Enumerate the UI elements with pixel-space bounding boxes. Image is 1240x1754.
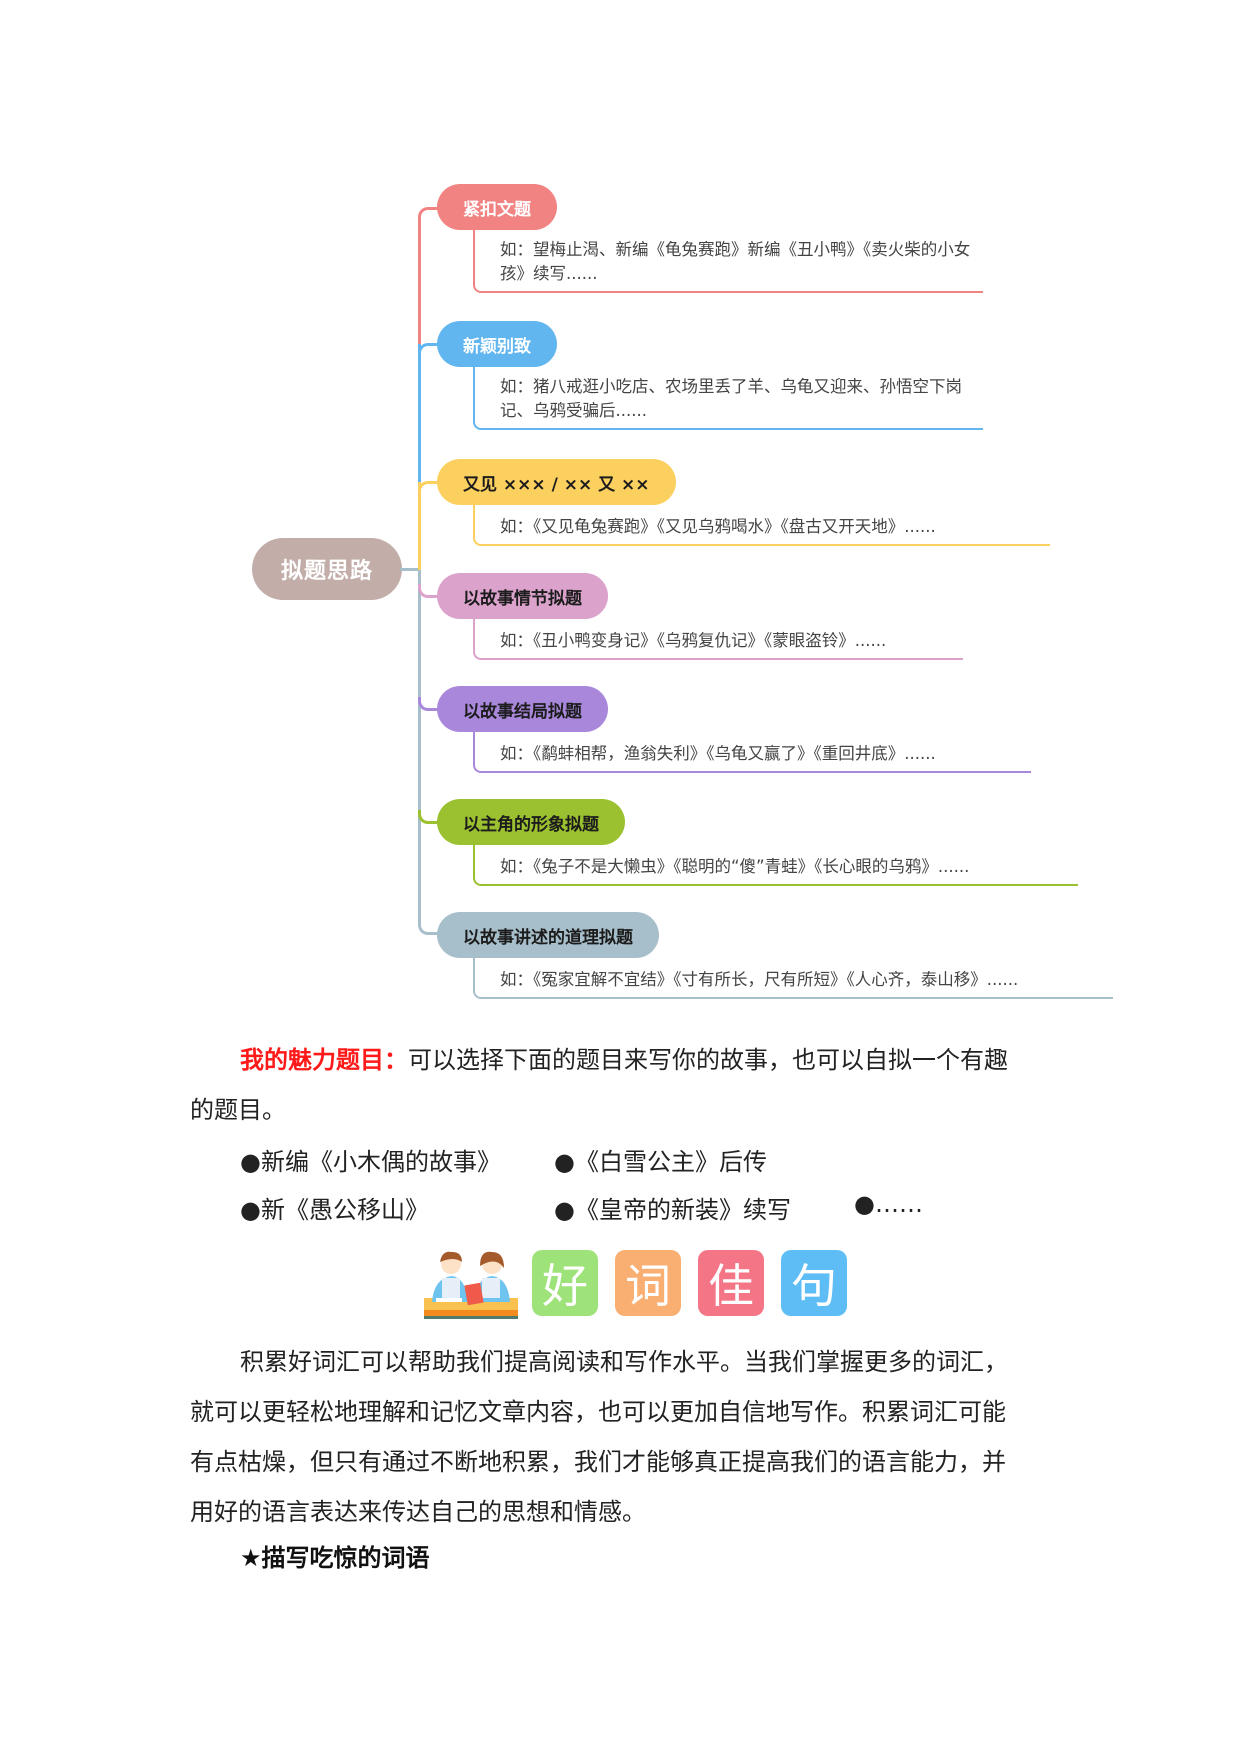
vocab-paragraph-line: 有点枯燥，但只有通过不断地积累，我们才能够真正提高我们的语言能力，并 [190,1448,1006,1476]
tile-char: 词 [625,1259,671,1313]
topics-intro-continued: 的题目。 [190,1085,286,1135]
topic-item: ●新编《小木偶的故事》 [240,1148,501,1176]
vocab-paragraph-line: 用好的语言表达来传达自己的思想和情感。 [190,1498,646,1526]
topic-item: ●《皇帝的新装》续写 [554,1196,791,1224]
branch-node: 以故事情节拟题 [437,573,608,619]
detail-text: 如：猪八戒逛小吃店、农场里丢了羊、乌龟又迎来、孙悟空下岗记、乌鸦受骗后.....… [500,377,962,420]
branch-connector [418,481,440,495]
branch-connector [418,810,440,824]
vocab-paragraph-line: 就可以更轻松地理解和记忆文章内容，也可以更加自信地写作。积累词汇可能 [190,1398,1006,1426]
tile-char: 好 [542,1259,588,1313]
branch-node: 以故事结局拟题 [437,686,608,732]
section-heading: ★描写吃惊的词语 [240,1544,430,1572]
branch-detail: 如：《又见龟兔赛跑》《又见乌鸦喝水》《盘古又开天地》...... [473,505,1050,546]
tile-char: 佳 [708,1259,754,1313]
detail-text: 如：望梅止渴、新编《龟兔赛跑》新编《丑小鸭》《卖火柴的小女孩》续写...... [500,240,971,283]
branch-node: 新颖别致 [437,321,557,367]
branch-connector [418,343,440,357]
branch-detail: 如：《冤家宜解不宜结》《寸有所长，尺有所短》《人心齐，泰山移》...... [473,958,1113,999]
branch-label: 又见 ××× / ×× 又 ×× [463,474,650,495]
tile-char: 句 [791,1259,837,1313]
branch-label: 以主角的形象拟题 [463,814,599,835]
topics-intro-text: 的题目。 [190,1096,286,1124]
topic-item: ●《白雪公主》后传 [554,1148,767,1176]
branch-connector [418,584,440,598]
branch-label: 以故事结局拟题 [463,701,582,722]
branch-node: 紧扣文题 [437,184,557,230]
branch-connector [418,921,440,935]
root-label: 拟题思路 [280,559,373,584]
topic-item: ●…… [854,1190,923,1218]
banner-tile: 佳 [698,1250,764,1316]
detail-text: 如：《鹬蚌相帮，渔翁失利》《乌龟又赢了》《重回井底》...... [500,744,936,763]
branch-detail: 如：《兔子不是大懒虫》《聪明的“傻”青蛙》《长心眼的乌鸦》...... [473,845,1078,886]
branch-detail: 如：望梅止渴、新编《龟兔赛跑》新编《丑小鸭》《卖火柴的小女孩》续写...... [473,230,983,293]
detail-text: 如：《丑小鸭变身记》《乌鸦复仇记》《蒙眼盗铃》...... [500,631,887,650]
banner-tile: 句 [781,1250,847,1316]
mindmap-root-node: 拟题思路 [252,538,402,600]
branch-node: 又见 ××× / ×× 又 ×× [437,459,676,505]
detail-text: 如：《冤家宜解不宜结》《寸有所长，尺有所短》《人心齐，泰山移》...... [500,970,1019,989]
vocab-paragraph-line: 积累好词汇可以帮助我们提高阅读和写作水平。当我们掌握更多的词汇， [240,1348,1008,1376]
branch-connector [418,697,440,711]
branch-node: 以主角的形象拟题 [437,799,625,845]
trunk-segment [418,217,421,344]
trunk-segment [418,482,421,570]
mind-map-diagram: 拟题思路 紧扣文题 如：望梅止渴、新编《龟兔赛跑》新编《丑小鸭》《卖火柴的小女孩… [252,184,1113,999]
branch-label: 紧扣文题 [463,199,531,220]
kids-reading-illustration [424,1246,518,1320]
detail-text: 如：《又见龟兔赛跑》《又见乌鸦喝水》《盘古又开天地》...... [500,517,936,536]
branch-detail: 如：猪八戒逛小吃店、农场里丢了羊、乌龟又迎来、孙悟空下岗记、乌鸦受骗后.....… [473,367,983,430]
good-words-banner: 好 词 佳 句 [424,1246,864,1320]
kids-reading-icon [424,1251,518,1319]
root-connector [400,568,418,571]
banner-tile: 好 [532,1250,598,1316]
banner-tile: 词 [615,1250,681,1316]
detail-text: 如：《兔子不是大懒虫》《聪明的“傻”青蛙》《长心眼的乌鸦》...... [500,857,970,876]
topics-label: 我的魅力题目： [240,1046,408,1074]
branch-label: 以故事讲述的道理拟题 [463,927,633,948]
topic-item: ●新《愚公移山》 [240,1196,429,1224]
branch-detail: 如：《鹬蚌相帮，渔翁失利》《乌龟又赢了》《重回井底》...... [473,732,1031,773]
trunk-segment [418,570,421,926]
branch-label: 新颖别致 [463,336,531,357]
branch-node: 以故事讲述的道理拟题 [437,912,659,958]
topics-intro-text: 可以选择下面的题目来写你的故事，也可以自拟一个有趣 [408,1046,1008,1074]
trunk-segment [418,344,421,482]
branch-connector [418,207,440,221]
topics-intro: 我的魅力题目：可以选择下面的题目来写你的故事，也可以自拟一个有趣 [240,1035,1008,1085]
branch-label: 以故事情节拟题 [463,588,582,609]
branch-detail: 如：《丑小鸭变身记》《乌鸦复仇记》《蒙眼盗铃》...... [473,619,963,660]
